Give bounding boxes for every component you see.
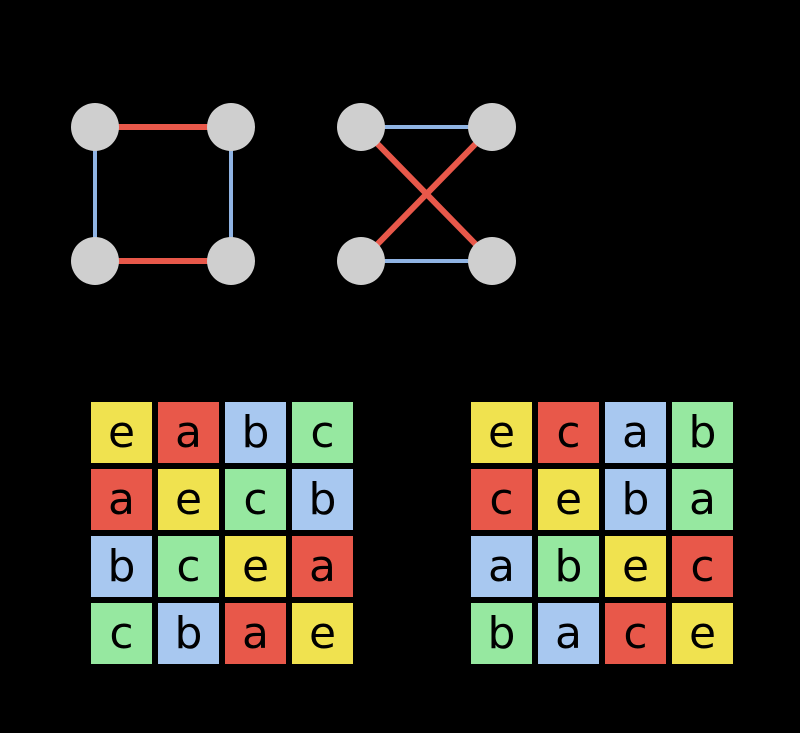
table-cell: c <box>222 466 289 533</box>
table-cell: e <box>88 399 155 466</box>
table-cell: b <box>289 466 356 533</box>
graph-node <box>468 103 516 151</box>
table-cell: b <box>535 533 602 600</box>
graph-node <box>71 103 119 151</box>
graph-square <box>71 103 255 285</box>
table-cell: a <box>669 466 736 533</box>
table-cell: e <box>222 533 289 600</box>
table-cell: e <box>289 600 356 667</box>
table-cell: a <box>602 399 669 466</box>
edge-diagonal-red <box>358 124 495 264</box>
table-cell: b <box>669 399 736 466</box>
table-cell: a <box>468 533 535 600</box>
table-cell: e <box>535 466 602 533</box>
table-cell: b <box>468 600 535 667</box>
table-cell: e <box>602 533 669 600</box>
cayley-table-right: e c a b c e b a a b e c b a c e <box>468 399 736 667</box>
cayley-table-left: e a b c a e c b b c e a c b a e <box>88 399 356 667</box>
graph-node <box>207 237 255 285</box>
graph-node <box>207 103 255 151</box>
table-cell: c <box>602 600 669 667</box>
table-cell: c <box>669 533 736 600</box>
table-cell: e <box>155 466 222 533</box>
table-cell: a <box>535 600 602 667</box>
table-cell: a <box>222 600 289 667</box>
table-cell: c <box>535 399 602 466</box>
table-cell: b <box>155 600 222 667</box>
table-cell: a <box>155 399 222 466</box>
table-cell: c <box>155 533 222 600</box>
table-cell: a <box>88 466 155 533</box>
table-cell: b <box>88 533 155 600</box>
cayley-graphs <box>71 103 516 285</box>
table-cell: b <box>602 466 669 533</box>
table-cell: c <box>88 600 155 667</box>
table-cell: c <box>289 399 356 466</box>
table-cell: e <box>669 600 736 667</box>
table-cell: c <box>468 466 535 533</box>
table-cell: a <box>289 533 356 600</box>
graph-node <box>337 103 385 151</box>
table-cell: e <box>468 399 535 466</box>
graph-node <box>71 237 119 285</box>
graph-node <box>337 237 385 285</box>
graph-crossed <box>337 103 516 285</box>
graph-node <box>468 237 516 285</box>
table-cell: b <box>222 399 289 466</box>
